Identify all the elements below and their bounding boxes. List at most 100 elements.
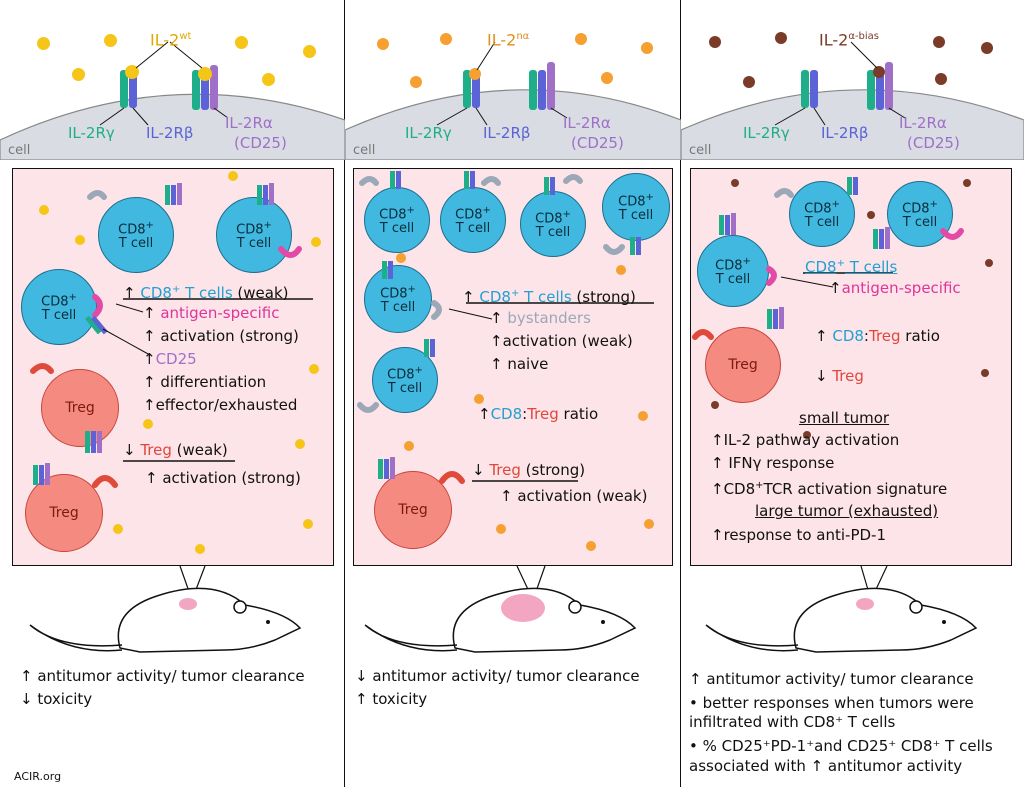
note-activation: ↑activation (weak) [490,332,633,350]
il2-dot [803,431,811,439]
il2-dot [72,68,85,81]
il2-dot [309,364,319,374]
il2-dot [985,259,993,267]
note-small-tumor: small tumor [799,409,890,427]
cd8-t-cell: CD8+T cell [216,197,292,273]
column-il2-alpha-bias: IL-2α-bias cell IL-2Rγ IL-2Rβ IL-2Rα (CD… [681,0,1024,787]
note-cd25: ↑CD25 [143,350,197,368]
note-bystanders: ↑ bystanders [490,309,591,327]
note-cd8-treg-ratio: ↑CD8:Treg ratio [478,405,599,423]
il2r-beta-label: IL-2Rβ [146,124,194,142]
note-treg: ↓ Treg [815,367,864,385]
il2r-alpha-label: IL-2Rα [225,114,273,132]
receptor-strip: IL-2α-bias cell IL-2Rγ IL-2Rβ IL-2Rα (CD… [681,0,1024,160]
note-cd8-treg-ratio: ↑ CD8:Treg ratio [815,327,940,345]
il2-dot [396,253,406,263]
treg-cell: Treg [374,471,452,549]
il2-dot [601,72,613,84]
outcome-line: • % CD25⁺PD-1⁺and CD25⁺ CD8⁺ T cells [689,737,993,755]
outcome-line: ↓ toxicity [20,690,93,708]
cell-label: cell [689,143,712,158]
cd8-t-cell: CD8+T cell [21,269,97,345]
il2-dot [143,419,153,429]
il2-dot [440,33,452,45]
treg-cell: Treg [705,327,781,403]
tumor-panel: CD8+T cell CD8+T cell CD8+T cell CD8+T c… [353,168,673,566]
cd8-t-cell: CD8+T cell [789,181,855,247]
il2-dot [303,45,316,58]
cd25-label: (CD25) [234,134,287,152]
il2r-gamma-label: IL-2Rγ [743,124,790,142]
column-il2-n-alpha: IL-2nα cell IL-2Rγ IL-2Rβ IL-2Rα (CD25) … [345,0,681,787]
note-large-tumor: large tumor (exhausted) [755,502,939,520]
note-cd8-t-cells: CD8+ T cells [805,258,898,276]
note-differentiation: ↑ differentiation [143,373,267,391]
il2r-beta-label: IL-2Rβ [821,124,869,142]
il2-dot [731,179,739,187]
cd8-t-cell: CD8+T cell [697,235,769,307]
il2-dot [235,36,248,49]
il2-dot [775,32,787,44]
note-antigen-specific: ↑ antigen-specific [143,304,280,322]
note-treg: ↓ Treg (strong) [472,461,586,479]
note-anti-pd1: ↑response to anti-PD-1 [711,526,887,544]
il2-dot [404,441,414,451]
treg-cell: Treg [25,474,103,552]
ligand-label: IL-2nα [487,30,530,50]
outcome-line: ↓ antitumor activity/ tumor clearance [355,667,640,685]
tumor-panel: CD8+T cell CD8+T cell CD8+T cell Treg Tr… [12,168,334,566]
il2-dot [104,34,117,47]
cd8-t-cell: CD8+T cell [887,181,953,247]
cd8-t-cell: CD8+T cell [98,197,174,273]
note-tcr-signature: ↑CD8+TCR activation signature [711,480,948,498]
cd8-t-cell: CD8+T cell [520,191,586,257]
note-antigen-specific: ↑antigen-specific [829,279,961,297]
il2-dot [963,179,971,187]
il2-dot [113,524,123,534]
column-il2-wt: IL-2wt cell IL-2Rγ IL-2Rβ IL-2Rα (CD25) … [0,0,345,787]
il2-dot [228,171,238,181]
il2-dot [933,36,945,48]
il2-dot [586,541,596,551]
cd25-label: (CD25) [571,134,624,152]
note-cd8-t-cells: ↑ CD8+ T cells (weak) [123,284,289,302]
note-treg: ↓ Treg (weak) [123,441,228,459]
cd8-t-cell: CD8+T cell [364,187,430,253]
il2-dot [39,205,49,215]
il2-dot [75,235,85,245]
outcome-line: ↑ toxicity [355,690,428,708]
outcome-line: • better responses when tumors were [689,694,974,712]
outcome-line: infiltrated with CD8⁺ T cells [689,713,896,731]
il2r-gamma-label: IL-2Rγ [68,124,115,142]
il2r-gamma-label: IL-2Rγ [405,124,452,142]
il2r-alpha-label: IL-2Rα [899,114,947,132]
cd8-t-cell: CD8+T cell [364,265,432,333]
receptor-strip: IL-2nα cell IL-2Rγ IL-2Rβ IL-2Rα (CD25) [345,0,681,160]
note-treg-activation: ↑ activation (weak) [500,487,648,505]
outcome-line: ↑ antitumor activity/ tumor clearance [20,667,305,685]
il2-dot [711,401,719,409]
receptor-strip: IL-2wt cell IL-2Rγ IL-2Rβ IL-2Rα (CD25) [0,0,345,160]
note-naive: ↑ naive [490,355,549,373]
il2-dot [377,38,389,50]
outcome-line: ↑ antitumor activity/ tumor clearance [689,670,974,688]
cd25-label: (CD25) [907,134,960,152]
cd8-t-cell: CD8+T cell [440,187,506,253]
acir-credit: ACIR.org [14,770,62,783]
il2-dot [295,439,305,449]
il2-dot [709,36,721,48]
il2-dot [981,369,989,377]
note-treg-activation: ↑ activation (strong) [145,469,301,487]
cell-label: cell [8,143,31,158]
note-effector: ↑effector/exhausted [143,396,298,414]
il2-dot [262,73,275,86]
note-ifng: ↑ IFNγ response [711,454,835,472]
il2-dot [311,237,321,247]
il2-dot [743,76,755,88]
il2-dot [935,73,947,85]
ligand-label: IL-2α-bias [819,30,879,50]
treg-cell: Treg [41,369,119,447]
il2-dot [37,37,50,50]
il2-dot [195,544,205,554]
il2-dot [575,33,587,45]
